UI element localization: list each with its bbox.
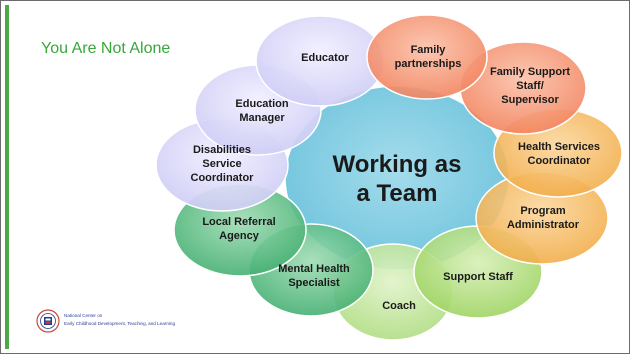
slide-title: You Are Not Alone bbox=[41, 40, 171, 57]
label-family-partnerships: Family partnerships bbox=[394, 43, 462, 70]
label-health-services: Health Services Coordinator bbox=[518, 140, 600, 167]
label-educator: Educator bbox=[301, 51, 349, 64]
center-line-2: a Team bbox=[356, 180, 438, 207]
center-label: Working as a Team bbox=[333, 151, 462, 209]
label-support-staff: Support Staff bbox=[443, 270, 513, 283]
seal-icon bbox=[36, 309, 60, 333]
label-family-support: Family Support Staff/ Supervisor bbox=[489, 65, 571, 107]
circle-family-partnerships bbox=[366, 14, 488, 100]
accent-bar bbox=[5, 5, 9, 349]
label-disabilities: Disabilities Service Coordinator bbox=[190, 143, 254, 185]
center-line-1: Working as bbox=[332, 151, 462, 179]
label-coach: Coach bbox=[382, 299, 416, 312]
logo-line-1: National Center on bbox=[64, 313, 103, 318]
label-local-referral: Local Referral Agency bbox=[202, 215, 276, 242]
ncecdtl-logo: National Center on Early Childhood Devel… bbox=[36, 307, 336, 339]
label-mental-health: Mental Health Specialist bbox=[278, 262, 350, 289]
label-program-admin: Program Administrator bbox=[506, 204, 580, 231]
logo-line-2: Early Childhood Development, Teaching, a… bbox=[64, 321, 176, 326]
label-education-manager: Education Manager bbox=[235, 97, 289, 124]
